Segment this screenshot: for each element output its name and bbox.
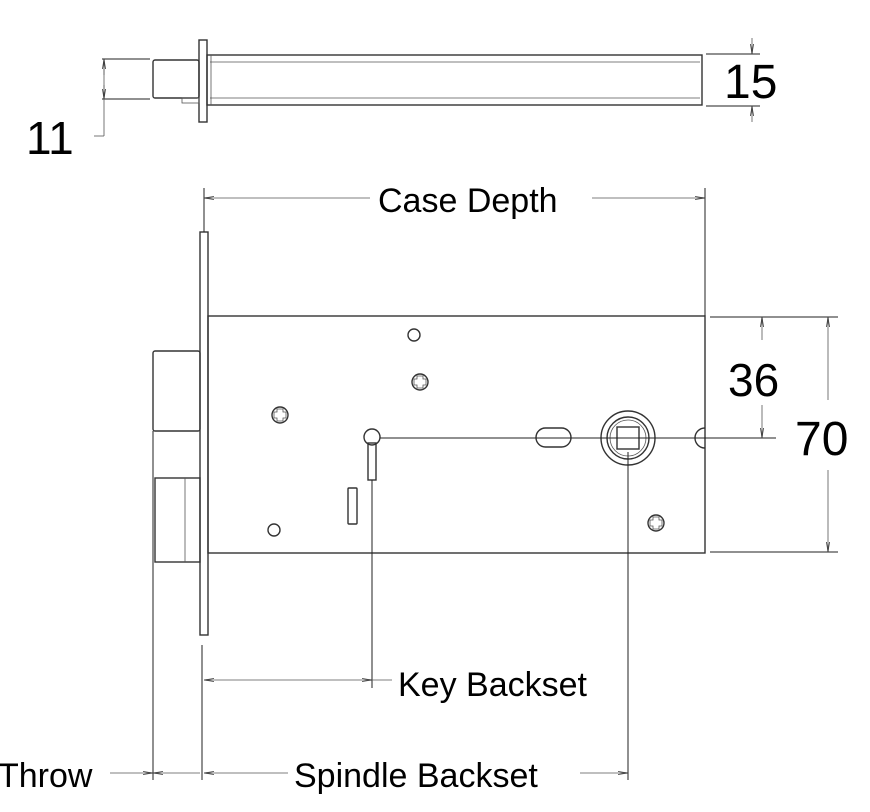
spindle-stub	[152, 59, 200, 99]
screw-icon	[647, 514, 665, 532]
keyhole-icon	[363, 428, 381, 481]
case-height-label: 70	[795, 413, 848, 466]
case-depth-label: Case Depth	[378, 182, 558, 220]
hole	[407, 328, 421, 342]
spindle-bar	[206, 54, 703, 106]
lock-case-view	[110, 188, 838, 780]
center-height-label: 36	[728, 354, 779, 406]
spindle-backset-label: Spindle Backset	[294, 757, 538, 795]
key-backset-label: Key Backset	[398, 666, 588, 704]
screw-icon	[271, 406, 289, 424]
spindle-side-view	[94, 38, 760, 137]
slot	[347, 487, 358, 525]
latch-bolt	[152, 350, 201, 432]
stub-label: 11	[26, 112, 74, 164]
hole	[267, 523, 281, 537]
throw-label: Throw	[0, 757, 93, 795]
spindle-flange	[198, 39, 208, 123]
dead-bolt	[154, 477, 201, 563]
faceplate	[199, 231, 209, 636]
screw-icon	[411, 373, 429, 391]
lock-case	[207, 315, 706, 554]
spindle-length-label: 15	[724, 56, 777, 109]
